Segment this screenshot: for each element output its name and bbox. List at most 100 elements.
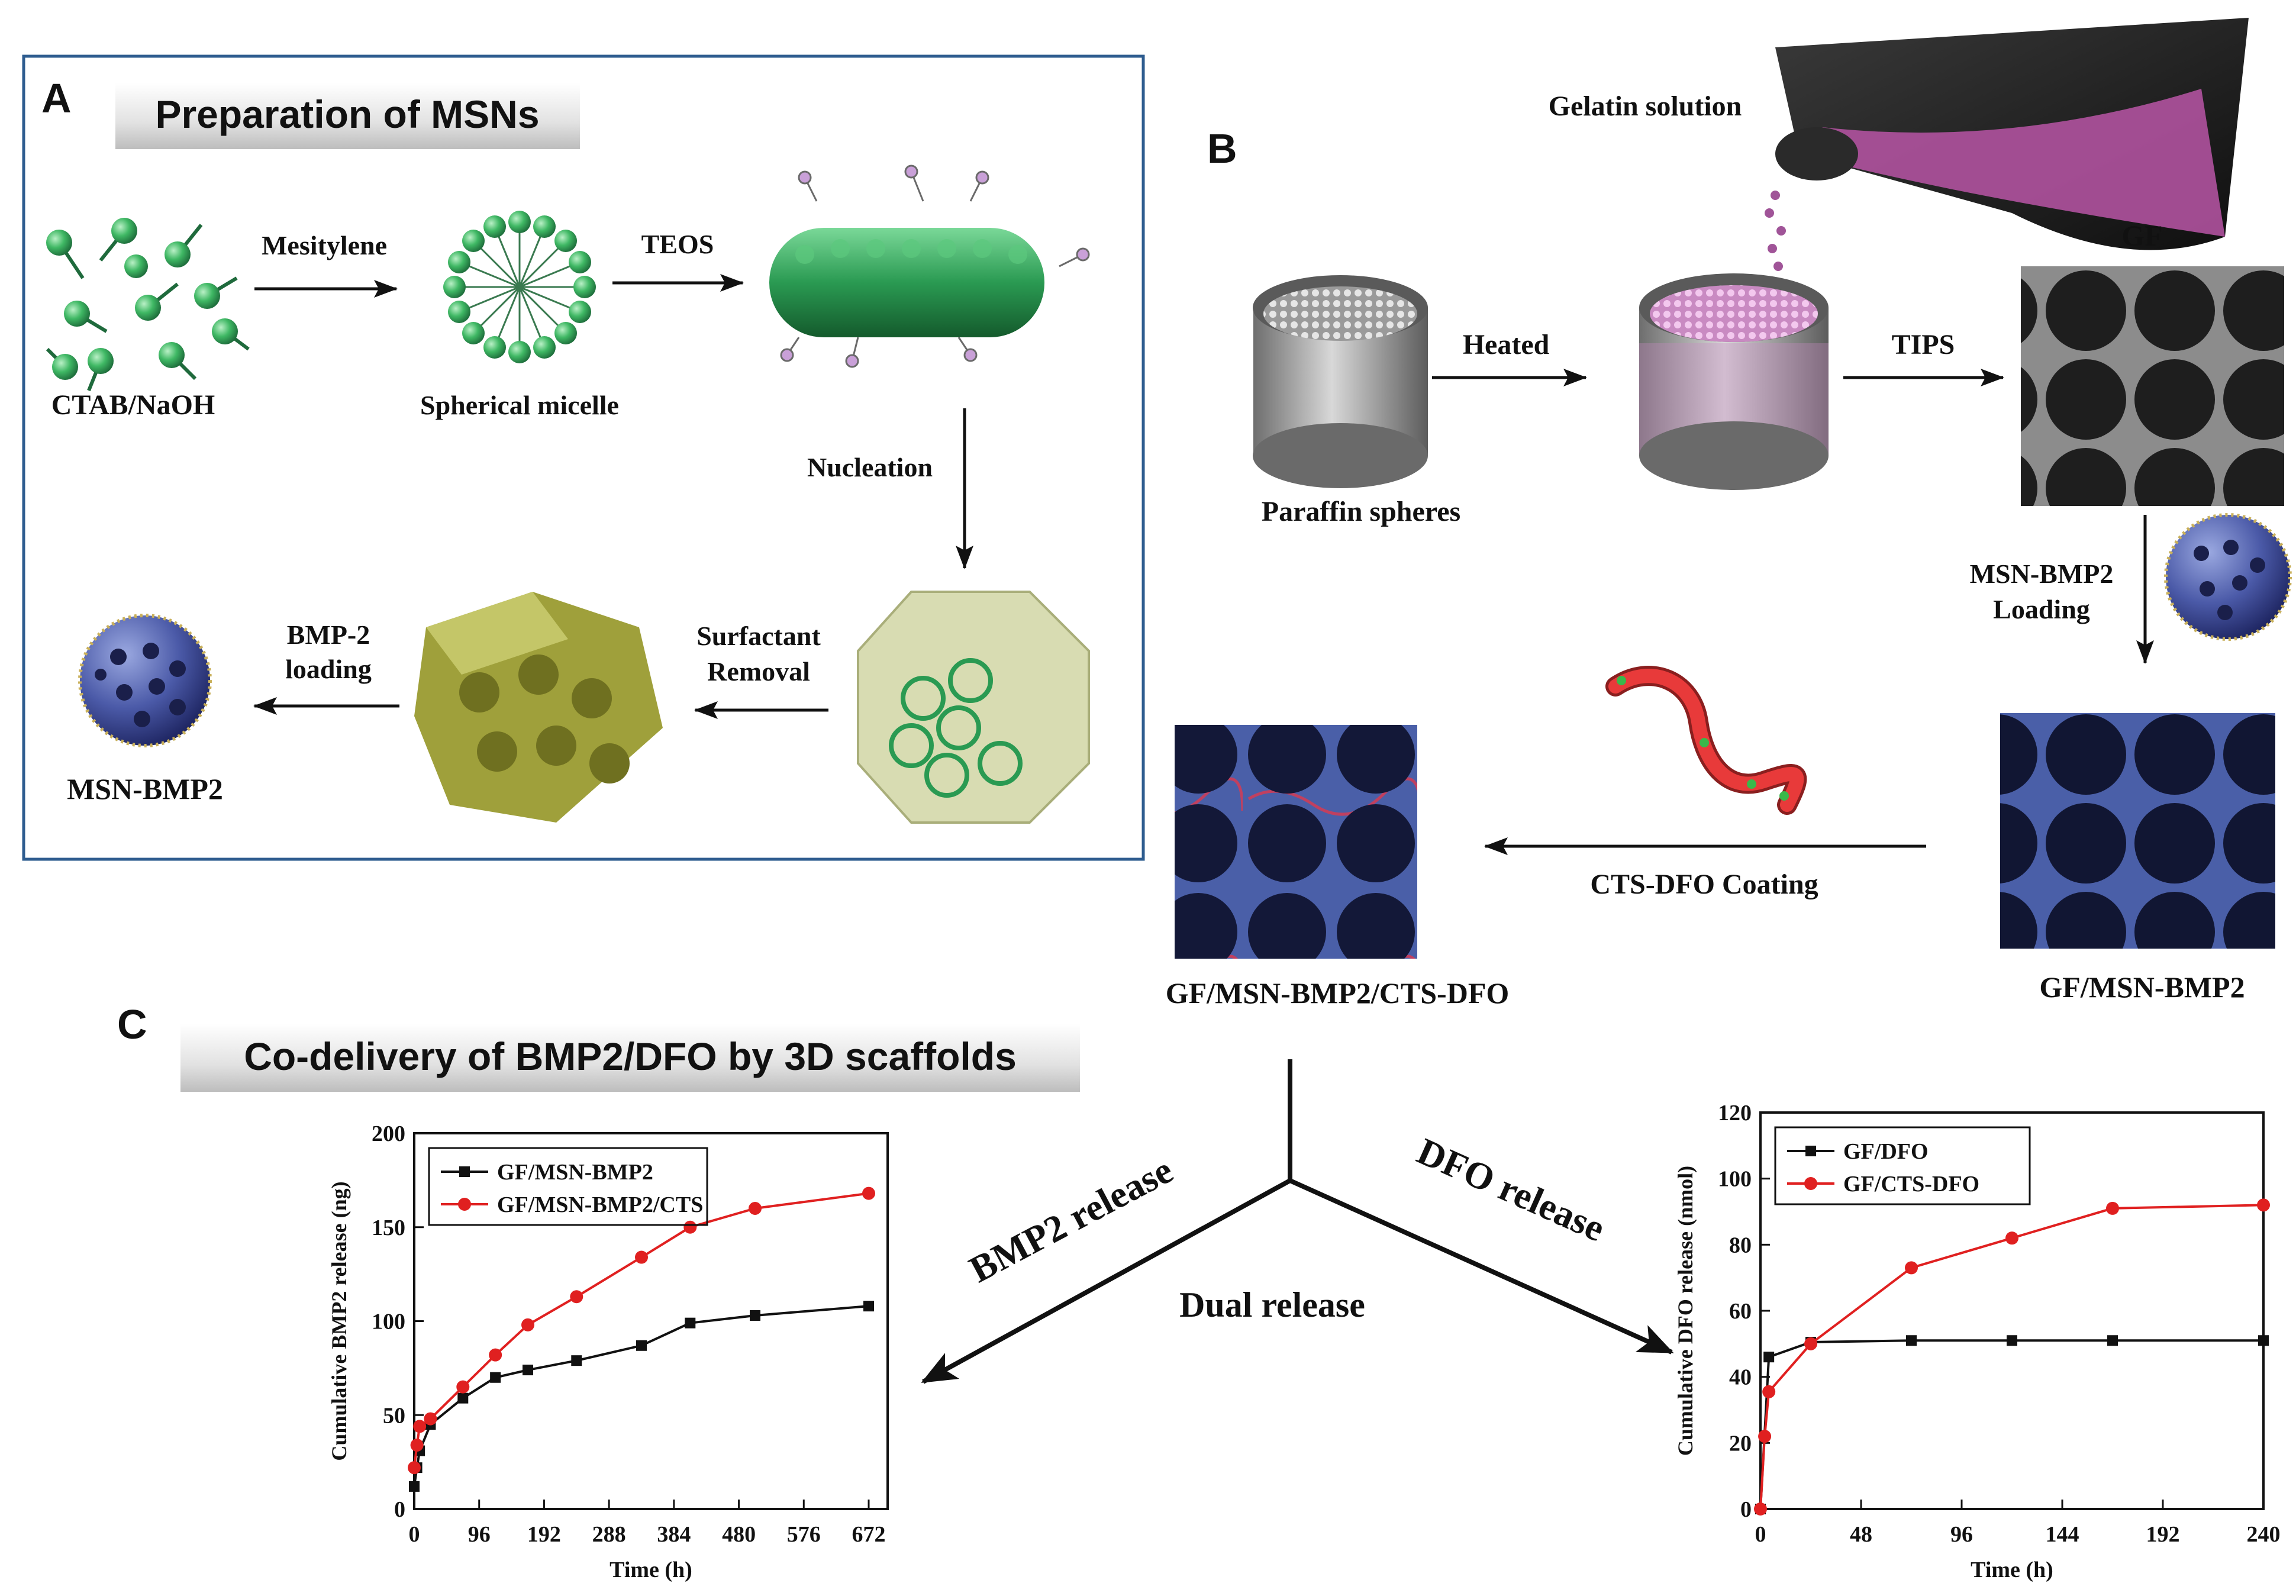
data-point bbox=[2106, 1201, 2119, 1215]
label-nucleation: Nucleation bbox=[807, 452, 933, 482]
label-gf: GF bbox=[2121, 219, 2162, 252]
msn-sphere-small-icon bbox=[2164, 513, 2292, 641]
data-point bbox=[410, 1439, 424, 1452]
cts-dfo-polymer-icon bbox=[1605, 666, 1807, 815]
label-surfactant-2: Removal bbox=[707, 656, 810, 686]
data-point bbox=[1905, 1261, 1918, 1275]
panel-c: C Co-delivery of BMP2/DFO by 3D scaffold… bbox=[117, 1001, 2281, 1582]
x-tick-label: 384 bbox=[657, 1522, 691, 1547]
label-ctab: CTAB/NaOH bbox=[51, 389, 215, 421]
x-tick-label: 192 bbox=[2146, 1522, 2180, 1547]
y-tick-label: 200 bbox=[372, 1121, 405, 1146]
panel-b: B Gelatin solution Paraffin spheres Heat… bbox=[1166, 18, 2292, 1010]
data-point bbox=[523, 1365, 533, 1376]
data-point bbox=[749, 1202, 762, 1215]
label-msn-loading-1: MSN-BMP2 bbox=[1970, 559, 2114, 589]
label-paraffin: Paraffin spheres bbox=[1262, 496, 1460, 527]
series-line bbox=[1759, 1204, 2264, 1510]
x-tick-label: 240 bbox=[2247, 1522, 2281, 1547]
label-gf-msn: GF/MSN-BMP2 bbox=[2039, 971, 2245, 1004]
msn-bmp2-sphere-icon bbox=[78, 614, 212, 747]
label-msn-loading-2: Loading bbox=[1993, 594, 2090, 624]
panel-b-letter: B bbox=[1207, 125, 1237, 172]
data-point bbox=[750, 1310, 760, 1321]
data-point bbox=[685, 1317, 696, 1329]
panel-c-title: Co-delivery of BMP2/DFO by 3D scaffolds bbox=[244, 1034, 1017, 1078]
y-tick-label: 0 bbox=[1740, 1497, 1752, 1522]
release-split-arrows bbox=[921, 1059, 1674, 1384]
legend-box bbox=[428, 1147, 708, 1226]
y-tick-label: 80 bbox=[1729, 1233, 1752, 1258]
y-tick-label: 0 bbox=[394, 1497, 405, 1522]
label-cts-coating: CTS-DFO Coating bbox=[1590, 869, 1818, 900]
data-point bbox=[635, 1250, 648, 1264]
x-axis-label: Time (h) bbox=[1971, 1558, 2053, 1582]
hexagonal-msn-icon bbox=[414, 592, 663, 823]
ctab-molecules bbox=[46, 218, 250, 392]
mesoporous-prism-icon bbox=[857, 591, 1090, 824]
panel-a: A Preparation of MSNs CTAB/NaOH bbox=[22, 54, 1145, 861]
data-point bbox=[1762, 1385, 1776, 1398]
label-gf-msn-cts: GF/MSN-BMP2/CTS-DFO bbox=[1166, 976, 1510, 1010]
y-axis-label: Cumulative BMP2 release (ng) bbox=[327, 1181, 351, 1460]
gf-msn-cts-scaffold-image bbox=[1175, 725, 1417, 959]
label-surfactant-1: Surfactant bbox=[696, 621, 821, 651]
data-point bbox=[424, 1412, 437, 1426]
cylindrical-micelle-icon bbox=[769, 165, 1090, 368]
data-point bbox=[2005, 1231, 2018, 1245]
legend-label: GF/DFO bbox=[1843, 1139, 1929, 1164]
x-tick-label: 96 bbox=[468, 1522, 491, 1547]
label-msn-bmp2: MSN-BMP2 bbox=[67, 772, 223, 805]
data-point bbox=[2257, 1198, 2270, 1212]
label-bmp2-release: BMP2 release bbox=[963, 1149, 1180, 1291]
y-tick-label: 150 bbox=[372, 1215, 405, 1240]
data-point bbox=[408, 1461, 421, 1475]
panel-c-title-box bbox=[180, 1024, 1080, 1092]
y-tick-label: 40 bbox=[1729, 1365, 1752, 1390]
label-micelle: Spherical micelle bbox=[420, 390, 619, 420]
series-line bbox=[413, 1192, 869, 1468]
y-tick-label: 50 bbox=[383, 1403, 405, 1428]
x-tick-label: 672 bbox=[852, 1522, 886, 1547]
data-point bbox=[1804, 1337, 1817, 1350]
label-teos: TEOS bbox=[641, 229, 714, 259]
y-tick-label: 120 bbox=[1718, 1101, 1752, 1126]
legend-marker bbox=[459, 1166, 470, 1177]
label-dfo-release: DFO release bbox=[1411, 1130, 1611, 1249]
data-point bbox=[2007, 1335, 2017, 1346]
label-dual-release: Dual release bbox=[1179, 1285, 1365, 1324]
y-axis-label: Cumulative DFO release (nmol) bbox=[1673, 1166, 1697, 1456]
data-point bbox=[490, 1372, 501, 1383]
data-point bbox=[570, 1290, 583, 1304]
x-tick-label: 192 bbox=[527, 1522, 561, 1547]
y-tick-label: 100 bbox=[372, 1310, 405, 1334]
data-point bbox=[409, 1481, 420, 1492]
data-point bbox=[2258, 1335, 2269, 1346]
data-point bbox=[521, 1318, 534, 1331]
data-point bbox=[2107, 1335, 2118, 1346]
legend-marker bbox=[458, 1198, 471, 1211]
gf-msn-bmp2-scaffold-image bbox=[2000, 713, 2275, 949]
x-tick-label: 144 bbox=[2046, 1522, 2079, 1547]
legend-marker bbox=[1805, 1146, 1816, 1156]
x-tick-label: 480 bbox=[722, 1522, 756, 1547]
data-point bbox=[456, 1380, 470, 1394]
y-tick-label: 20 bbox=[1729, 1431, 1752, 1456]
gelatin-cylinder-icon bbox=[1639, 273, 1829, 490]
panel-a-title-box bbox=[115, 83, 580, 149]
panel-c-letter: C bbox=[117, 1001, 147, 1047]
plot-frame bbox=[413, 1132, 889, 1510]
legend-label: GF/MSN-BMP2/CTS bbox=[497, 1192, 703, 1217]
label-bmp-2: loading bbox=[285, 654, 372, 684]
plot-frame bbox=[1759, 1111, 2265, 1510]
legend-box bbox=[1774, 1126, 2031, 1205]
label-heated: Heated bbox=[1463, 329, 1550, 360]
data-point bbox=[1758, 1430, 1772, 1443]
data-point bbox=[683, 1220, 697, 1234]
legend-label: GF/MSN-BMP2 bbox=[497, 1160, 653, 1185]
label-tips: TIPS bbox=[1892, 329, 1955, 360]
data-point bbox=[1754, 1503, 1767, 1516]
